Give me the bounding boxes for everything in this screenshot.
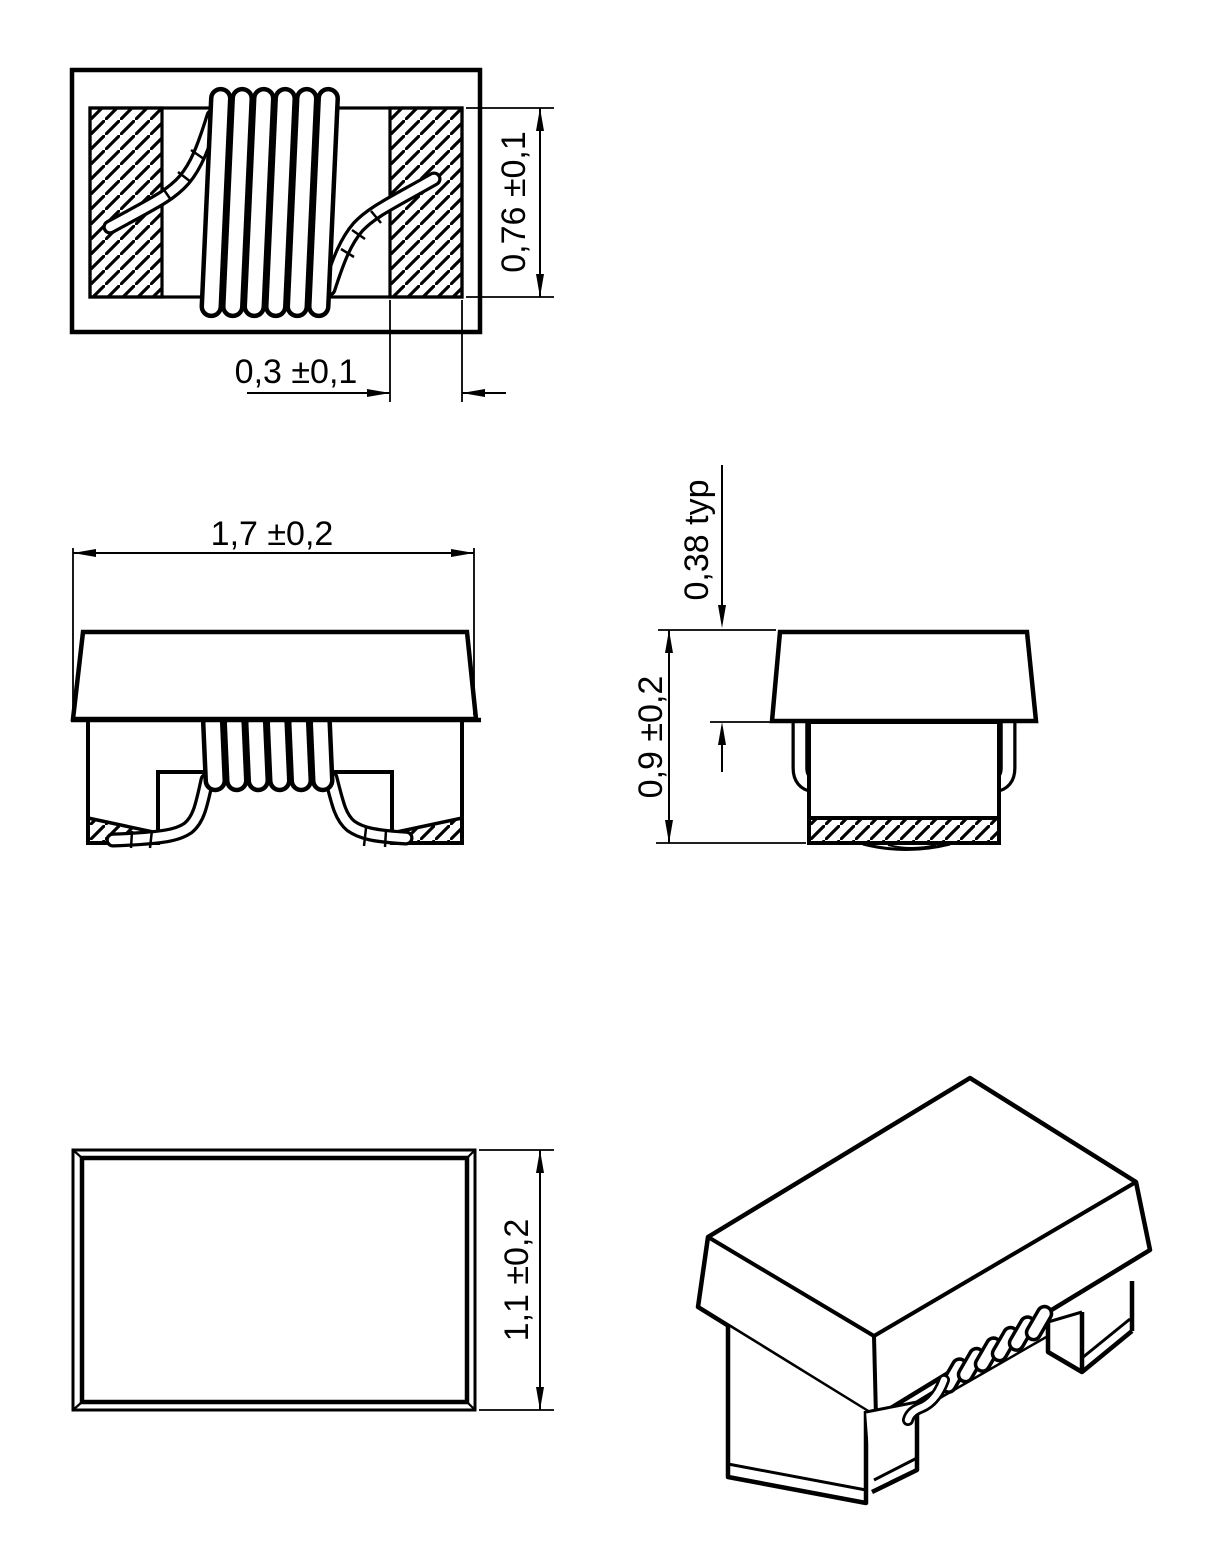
iso-right-leg <box>1045 1281 1135 1375</box>
dim-label-total-height: 0,9 ±0,2 <box>632 675 670 799</box>
lead-wire-left <box>102 108 221 235</box>
coil-winding-top <box>199 86 340 319</box>
bottom-lead-right <box>323 770 414 848</box>
coil-winding-front <box>201 711 335 793</box>
side-view <box>656 465 1039 851</box>
dim-cap-thickness <box>658 465 776 772</box>
dim-label-coil-height: 0,76 ±0,1 <box>495 131 533 273</box>
top-view <box>69 67 554 402</box>
wire-under-side <box>862 842 951 851</box>
bottom-plan-view <box>71 1148 554 1412</box>
iso-wire-tail <box>902 1374 950 1426</box>
dim-label-body-width: 1,7 ±0,2 <box>210 515 334 553</box>
dim-coil-height <box>466 107 554 298</box>
bottom-lead-left <box>105 772 215 849</box>
terminal-strip-side <box>807 816 1001 845</box>
dim-body-depth <box>479 1149 554 1411</box>
cap-front <box>70 629 479 722</box>
isometric-view <box>695 1075 1153 1506</box>
dim-body-width <box>72 548 475 715</box>
iso-coil-winding <box>939 1304 1054 1394</box>
dim-pad-width <box>247 300 506 402</box>
cap-side <box>769 629 1039 724</box>
dim-label-cap-thickness: 0,38 typ <box>678 479 716 601</box>
iso-left-leg <box>725 1326 920 1506</box>
front-view <box>70 548 481 849</box>
dim-label-body-depth: 1,1 ±0,2 <box>498 1218 536 1342</box>
dim-total-height <box>656 630 806 844</box>
dim-label-pad-width: 0,3 ±0,1 <box>234 353 358 391</box>
lead-wire-right <box>321 171 442 297</box>
